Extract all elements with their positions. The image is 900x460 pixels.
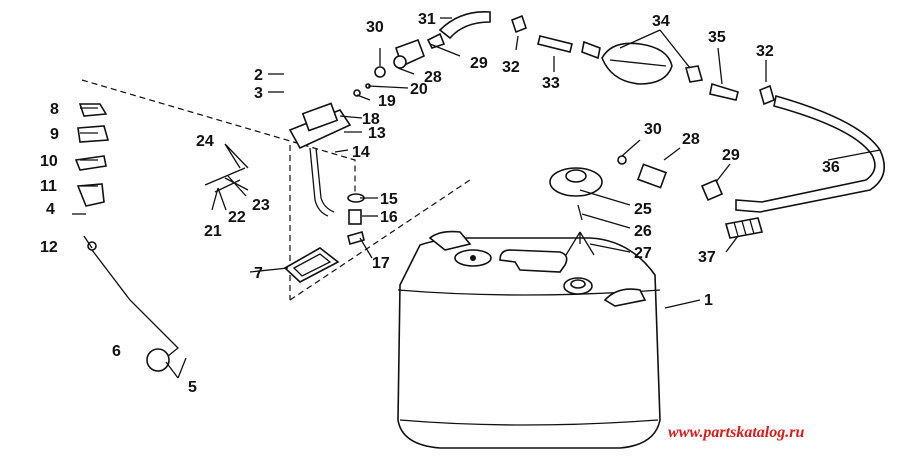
watermark[interactable]: www.partskatalog.ru (668, 424, 804, 441)
lever-drawing[interactable] (74, 155, 107, 171)
label-8: 8 (50, 101, 59, 118)
assembly-dash-lower (289, 179, 471, 301)
label-29: 29 (470, 55, 488, 72)
label-30: 30 (366, 19, 384, 36)
leader-lines (72, 17, 881, 379)
pickup-drawing[interactable] (347, 231, 365, 245)
label-14: 14 (352, 144, 370, 161)
label-23: 23 (252, 197, 270, 214)
label-20: 20 (410, 81, 428, 98)
float-arm-drawing (91, 249, 179, 357)
gasket-drawing[interactable] (283, 247, 340, 283)
label-9: 9 (50, 126, 59, 143)
fuel-tank-drawing[interactable] (397, 230, 661, 449)
grommet-drawing[interactable] (78, 103, 108, 117)
label-3: 3 (254, 85, 263, 102)
label-10: 10 (40, 153, 58, 170)
label-11: 11 (40, 178, 57, 195)
label-5: 5 (188, 379, 197, 396)
spring-drawing[interactable] (348, 209, 362, 225)
label-36: 36 (822, 159, 840, 176)
label-4: 4 (46, 201, 55, 218)
bracket-drawing[interactable] (76, 183, 105, 207)
retainer-drawing[interactable] (77, 125, 110, 143)
label-35: 35 (708, 29, 726, 46)
label-33: 33 (542, 75, 560, 92)
label-13: 13 (368, 125, 386, 142)
label-21: 21 (204, 223, 222, 240)
vent-hose-drawing[interactable] (438, 11, 491, 40)
label-31: 31 (418, 11, 436, 28)
callout-labels: 1 2 3 4 5 6 7 8 9 10 11 12 13 14 15 16 1… (40, 11, 840, 396)
label-12: 12 (40, 239, 58, 256)
label-30b: 30 (644, 121, 662, 138)
label-34: 34 (652, 13, 670, 30)
label-16: 16 (380, 209, 398, 226)
primer-bulb-drawing[interactable] (601, 42, 673, 85)
label-26: 26 (634, 223, 652, 240)
label-28b: 28 (424, 69, 442, 86)
label-6: 6 (112, 343, 121, 360)
fuel-gauge-drawing[interactable] (288, 102, 352, 217)
label-37: 37 (698, 249, 716, 266)
float-drawing[interactable] (146, 348, 170, 372)
label-32: 32 (502, 59, 520, 76)
label-18: 18 (362, 111, 380, 128)
label-15: 15 (380, 191, 398, 208)
label-17: 17 (372, 255, 390, 272)
label-27: 27 (634, 245, 652, 262)
label-22: 22 (228, 209, 246, 226)
tether-drawing (565, 231, 595, 256)
label-19: 19 (378, 93, 396, 110)
primer-connector-drawing[interactable] (636, 163, 668, 189)
screw-nut-spring-drawing (204, 167, 249, 193)
fuel-hose-drawing[interactable] (735, 94, 886, 213)
label-28: 28 (682, 131, 700, 148)
label-25: 25 (634, 201, 652, 218)
assembly-dash-left (81, 79, 356, 195)
label-29b: 29 (722, 147, 740, 164)
label-1: 1 (704, 292, 713, 309)
label-32b: 32 (756, 43, 774, 60)
label-2: 2 (254, 67, 263, 84)
label-24: 24 (196, 133, 214, 150)
label-7: 7 (254, 265, 263, 282)
